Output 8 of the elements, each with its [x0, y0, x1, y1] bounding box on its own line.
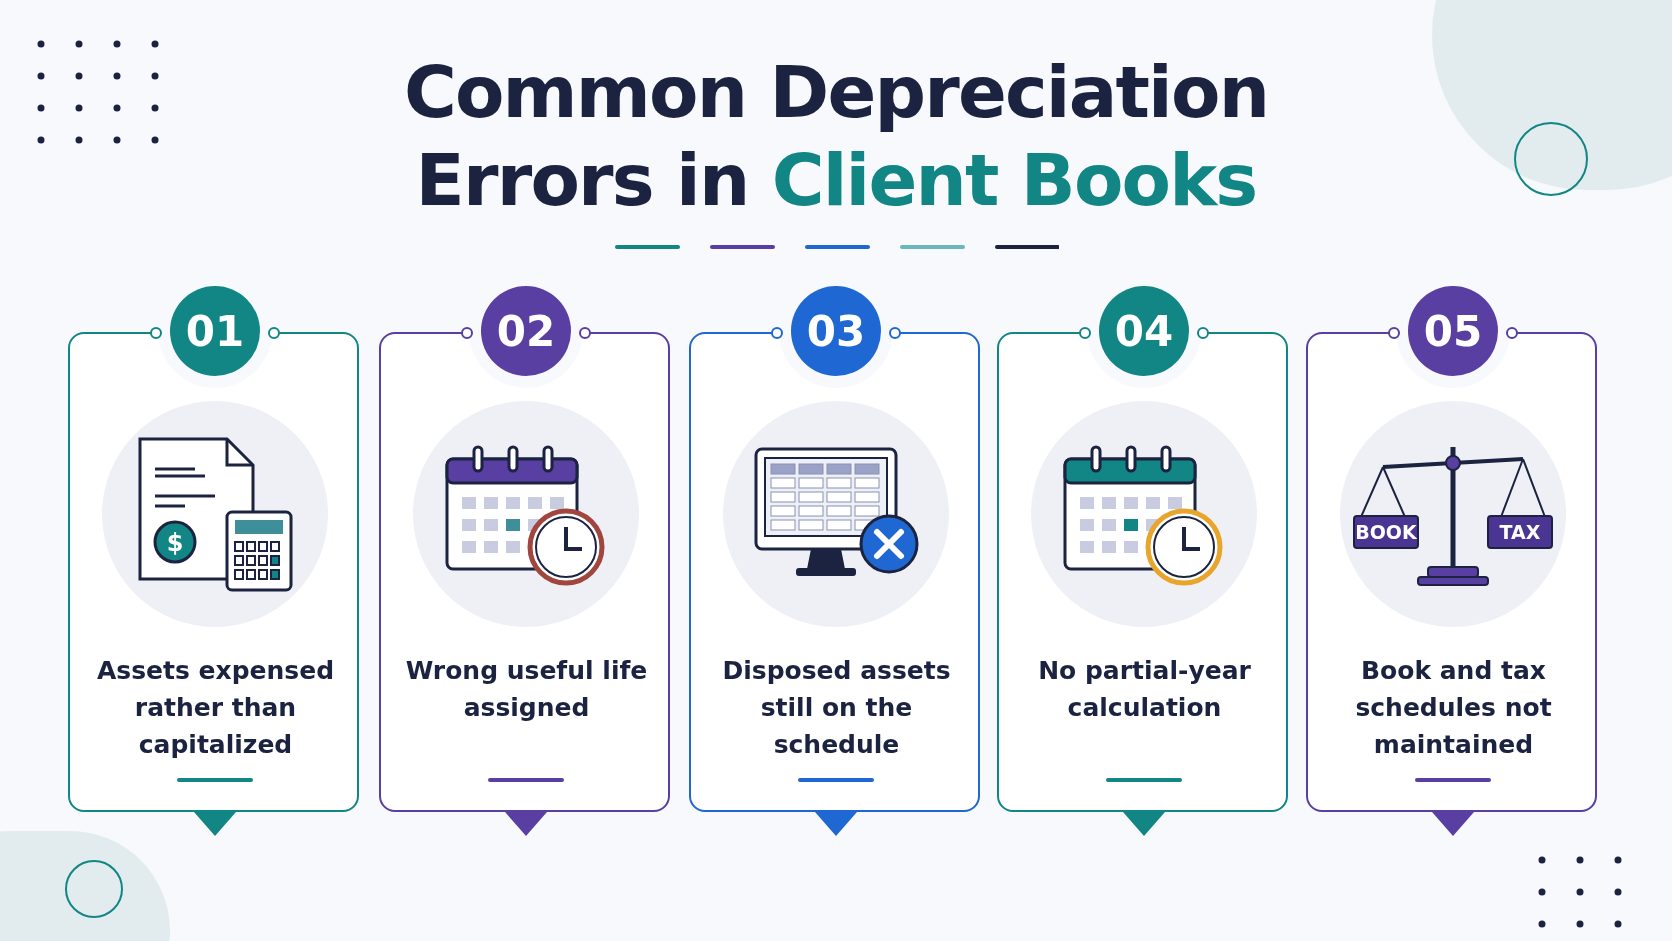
card-text: Wrong useful life assigned [404, 655, 649, 724]
scale-pan-label: TAX [1487, 515, 1553, 549]
title: Common Depreciation Errors in Client Books [402, 49, 1270, 224]
card-text: No partial-year calculation [1037, 655, 1252, 724]
card-text: Disposed assets still on the schedule [721, 655, 952, 761]
scale-pan-label: BOOK [1353, 515, 1419, 549]
card-text: Book and tax schedules not maintained [1354, 655, 1553, 761]
card-text: Assets expensed rather than capitalized [95, 655, 336, 761]
